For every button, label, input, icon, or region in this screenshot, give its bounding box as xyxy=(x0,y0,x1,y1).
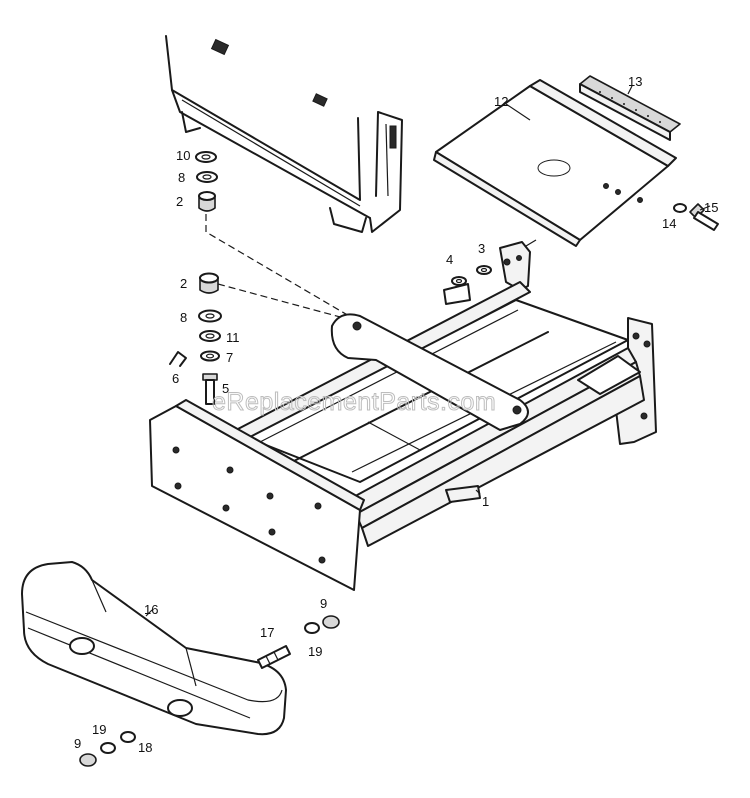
callout-2-upper: 2 xyxy=(176,194,183,209)
callout-9-right: 9 xyxy=(320,596,327,611)
washer-18 xyxy=(120,731,136,743)
callout-6: 6 xyxy=(172,371,179,386)
front-weight-16 xyxy=(21,561,287,736)
callout-1: 1 xyxy=(482,494,489,509)
bolt-15 xyxy=(689,203,719,231)
clip-6 xyxy=(169,351,187,367)
nut-9-left xyxy=(79,753,97,767)
callout-12: 12 xyxy=(494,94,508,109)
stud-17 xyxy=(257,645,291,669)
front-plate xyxy=(149,399,365,591)
callout-16: 16 xyxy=(144,602,158,617)
isolator-2-lower xyxy=(199,272,219,294)
callout-9-left: 9 xyxy=(74,736,81,751)
nut-9-right xyxy=(322,615,340,629)
leader-lines xyxy=(145,85,711,617)
callout-7: 7 xyxy=(226,350,233,365)
callout-10: 10 xyxy=(176,148,190,163)
washer-14 xyxy=(673,203,687,213)
lockwasher-7 xyxy=(200,350,220,362)
washer-8-lower xyxy=(198,309,222,323)
bracket-tab xyxy=(443,283,471,305)
battery-plate-12 xyxy=(433,79,677,247)
callout-14: 14 xyxy=(662,216,676,231)
callout-18: 18 xyxy=(138,740,152,755)
tractor-body-outline xyxy=(165,35,403,233)
washer-10-upper xyxy=(195,151,217,163)
callout-19-left: 19 xyxy=(92,722,106,737)
isolator-2-upper xyxy=(198,191,216,212)
strip-13 xyxy=(579,75,681,141)
assembly-line xyxy=(205,214,357,321)
bolt-5 xyxy=(202,373,218,405)
mounting-strap xyxy=(330,313,529,431)
callout-17: 17 xyxy=(260,625,274,640)
washer-4 xyxy=(451,276,467,286)
watermark: eReplacementParts.com xyxy=(212,388,496,416)
washer-11 xyxy=(199,330,221,342)
washer-19-left xyxy=(100,742,116,754)
callout-5: 5 xyxy=(222,381,229,396)
callout-13: 13 xyxy=(628,74,642,89)
callout-4: 4 xyxy=(446,252,453,267)
washer-8-upper xyxy=(196,171,218,183)
nut-3 xyxy=(476,265,492,275)
callout-labels: 1 2 2 3 4 5 6 7 8 8 9 9 10 11 12 13 14 1… xyxy=(74,74,718,755)
callout-2-lower: 2 xyxy=(180,276,187,291)
callout-3: 3 xyxy=(478,241,485,256)
callout-19-right: 19 xyxy=(308,644,322,659)
callout-8-lower: 8 xyxy=(180,310,187,325)
callout-8-upper: 8 xyxy=(178,170,185,185)
callout-15: 15 xyxy=(704,200,718,215)
washer-19-right xyxy=(304,622,320,634)
callout-11: 11 xyxy=(226,330,240,345)
assembly-line-lower xyxy=(217,283,345,319)
